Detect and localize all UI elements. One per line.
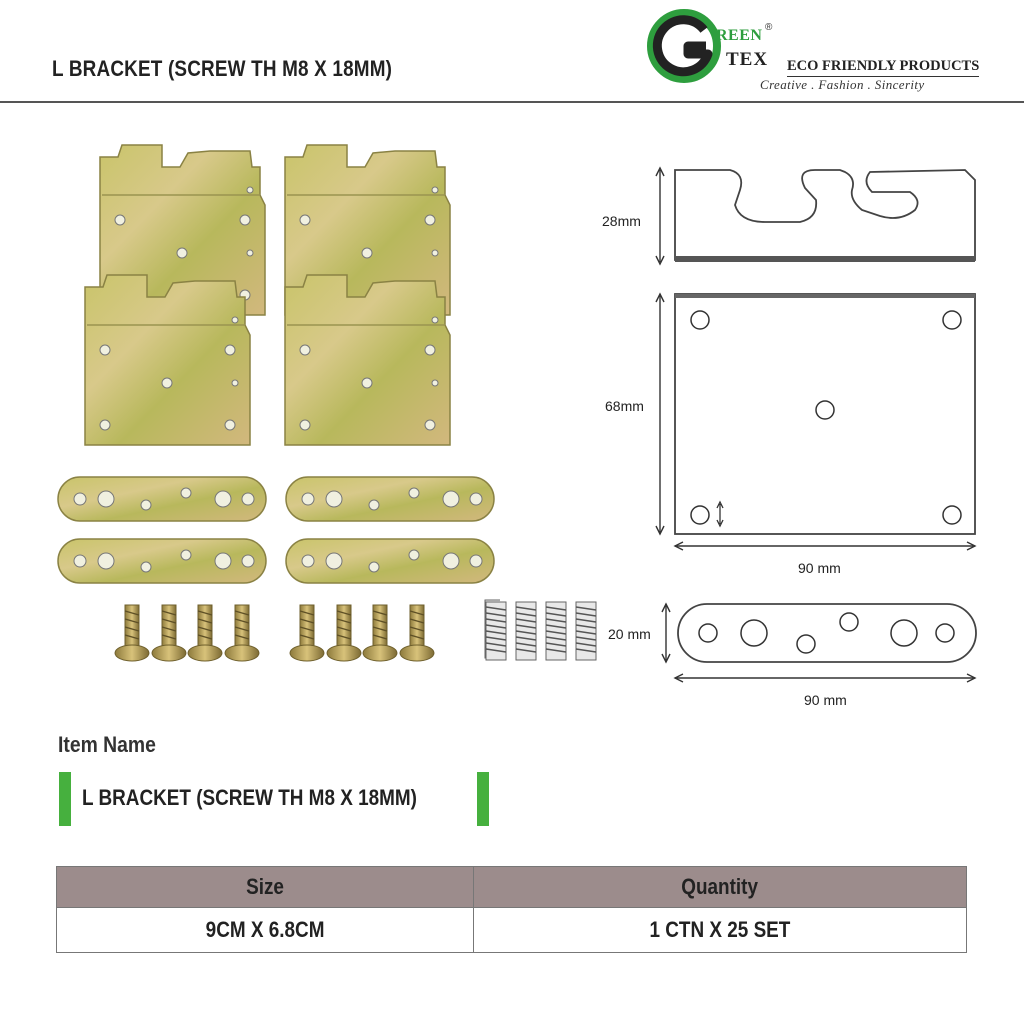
plate-outline bbox=[674, 293, 976, 535]
logo-text-reen: REEN bbox=[716, 27, 763, 44]
greentex-logo-icon bbox=[647, 9, 721, 83]
table-row: 9CM X 6.8CM 1 CTN X 25 SET bbox=[55, 907, 967, 953]
header-divider bbox=[0, 101, 1024, 103]
dimension-label-28mm: 28mm bbox=[602, 213, 641, 229]
item-name-left-bar bbox=[59, 772, 71, 826]
dimension-label-strip-width: 90 mm bbox=[804, 692, 847, 708]
registered-mark: ® bbox=[765, 22, 773, 33]
spec-header-size: Size bbox=[55, 866, 475, 908]
brand-subtagline: Creative . Fashion . Sincerity bbox=[760, 77, 925, 92]
page-title: L BRACKET (SCREW TH M8 X 18MM) bbox=[52, 56, 393, 81]
top-profile-outline bbox=[674, 169, 976, 261]
item-name-label: Item Name bbox=[58, 732, 156, 757]
item-name-right-bar bbox=[477, 772, 489, 826]
logo-text-tex: TEX bbox=[726, 49, 769, 70]
spring-illustration bbox=[485, 601, 597, 661]
dimension-diagram bbox=[655, 166, 977, 683]
item-name-value: L BRACKET (SCREW TH M8 X 18MM) bbox=[82, 785, 417, 810]
dimension-label-plate-width: 90 mm bbox=[798, 560, 841, 576]
brand-tagline: ECO FRIENDLY PRODUCTS bbox=[787, 58, 980, 77]
spec-table-header: Size Quantity bbox=[55, 866, 967, 908]
spec-quantity-value: 1 CTN X 25 SET bbox=[473, 907, 967, 953]
dimension-label-20mm: 20 mm bbox=[608, 626, 651, 642]
strip-outline bbox=[677, 603, 977, 663]
spec-table: Size Quantity 9CM X 6.8CM 1 CTN X 25 SET bbox=[55, 866, 967, 953]
product-photo bbox=[57, 144, 500, 662]
spec-header-quantity: Quantity bbox=[473, 866, 967, 908]
spec-size-value: 9CM X 6.8CM bbox=[55, 907, 475, 953]
dimension-label-68mm: 68mm bbox=[605, 398, 644, 414]
